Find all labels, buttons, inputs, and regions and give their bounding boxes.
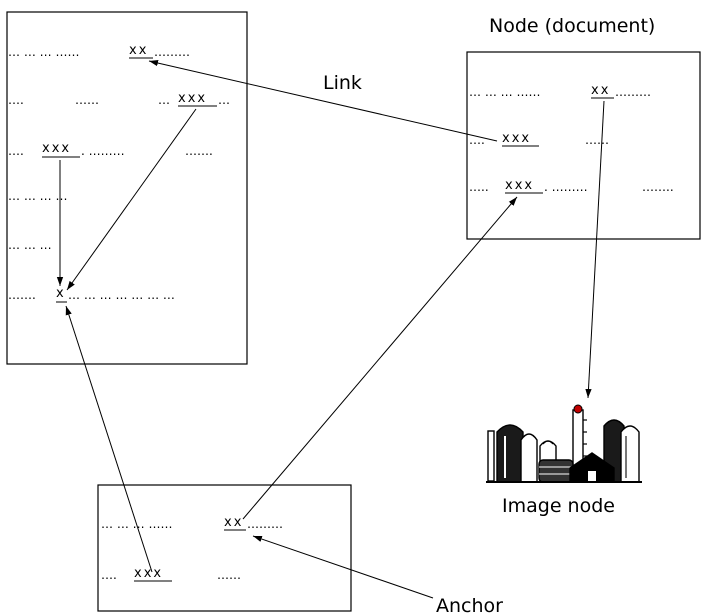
doc-left-row2-dots-e: …: [218, 93, 230, 107]
doc-right-row2-dots-a: ….: [469, 133, 485, 147]
doc-right-anchor-3[interactable]: xxx: [505, 178, 534, 193]
doc-right-row3-dots-c: . ………: [544, 180, 588, 194]
link-arrow-bottom-to-left-target: [65, 305, 153, 573]
document-node-bottom: … … … …… xx ……… …. xxx ……: [97, 484, 352, 612]
link-arrows: [56, 59, 605, 599]
doc-right-row2-dots-c: ……: [585, 133, 609, 147]
doc-bottom-anchor-2[interactable]: xxx: [134, 566, 163, 581]
document-node-bottom-frame: [97, 484, 352, 612]
doc-right-anchor-1[interactable]: xx: [591, 83, 610, 98]
link-label: Link: [323, 72, 362, 94]
doc-left-row6-dots-c: … … … … … … …: [68, 288, 175, 302]
doc-bottom-row1-dots-c: ………: [247, 517, 283, 531]
link-arrow-left-row2-to-target: [66, 108, 197, 291]
document-node-right: Node (document) … … … …… xx ……… …. xxx ……: [466, 15, 701, 240]
document-node-left: … … … …… xx ……… …. …… … xxx … …. xxx . ……: [6, 11, 248, 365]
doc-left-row2-dots-a: ….: [8, 93, 24, 107]
doc-left-row6-dots-a: …….: [8, 288, 36, 302]
doc-left-row4-dots: … … … …: [8, 189, 67, 203]
image-node-label: Image node: [502, 495, 615, 517]
anchor-pointer-arrow: [252, 535, 434, 599]
doc-bottom-anchor-1[interactable]: xx: [224, 515, 243, 530]
doc-left-anchor-3[interactable]: xxx: [42, 141, 71, 156]
doc-bottom-row2-dots-c: ……: [217, 568, 241, 582]
doc-right-row1-dots-a: … … … ……: [469, 85, 540, 99]
factory-icon: [486, 404, 642, 483]
doc-left-row3-dots-d: …….: [185, 144, 213, 158]
doc-bottom-row2-dots-a: ….: [101, 568, 117, 582]
link-arrow-right-to-left-row1: [148, 59, 498, 142]
doc-left-row1-dots: … … … ……: [8, 45, 79, 59]
anchor-label: Anchor: [436, 595, 503, 615]
doc-left-row2-dots-b: ……: [75, 93, 99, 107]
doc-left-row5-dots: … … …: [8, 238, 52, 252]
doc-right-row1-dots-c: ………: [615, 85, 651, 99]
link-arrow-bottom-to-right-row3: [242, 196, 518, 520]
doc-right-row3-dots-a: …..: [469, 180, 489, 194]
doc-left-row3-dots-a: ….: [8, 144, 24, 158]
node-document-label: Node (document): [489, 15, 655, 37]
doc-left-row1-trailing: ………: [154, 45, 190, 59]
doc-left-anchor-target[interactable]: x: [56, 286, 66, 301]
doc-left-anchor-2[interactable]: xxx: [178, 91, 207, 106]
doc-left-row2-dots-c: …: [158, 93, 170, 107]
doc-left-row3-dots-c: . ………: [81, 144, 125, 158]
link-arrow-right-to-image: [585, 100, 605, 399]
doc-right-anchor-2[interactable]: xxx: [502, 131, 531, 146]
doc-right-row3-dots-d: ……..: [642, 180, 674, 194]
document-node-left-frame: [6, 11, 248, 365]
doc-left-anchor-1[interactable]: xx: [129, 43, 148, 58]
